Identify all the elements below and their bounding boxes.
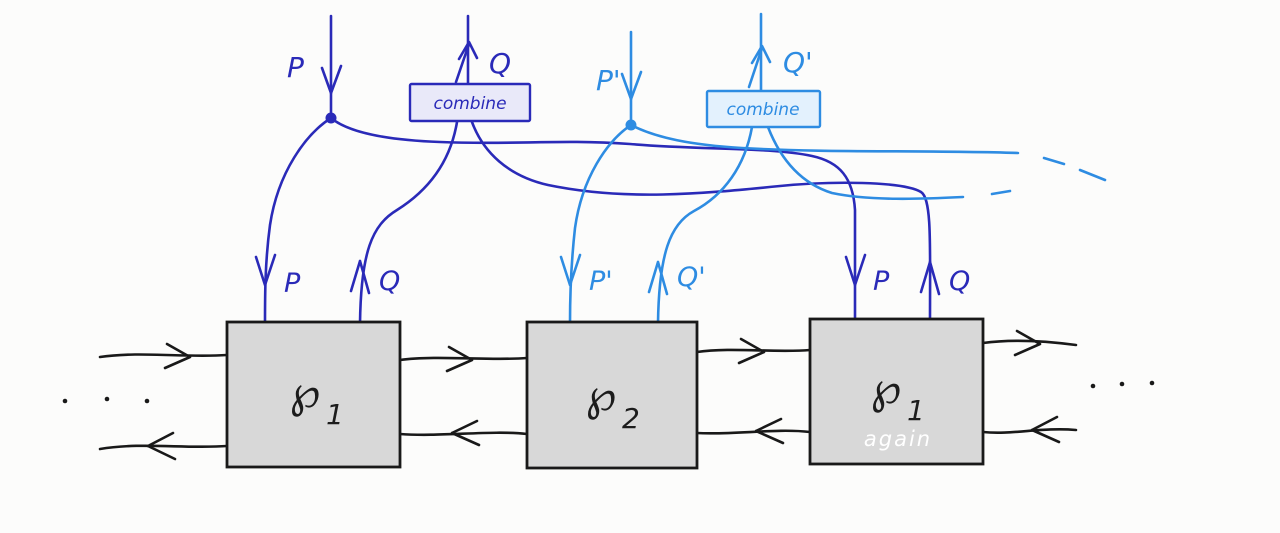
process-box-3-subscript: 1 bbox=[907, 394, 925, 427]
process-box-1-rect bbox=[225, 320, 402, 469]
p-branch-to-box1 bbox=[263, 116, 333, 325]
box2-p-port-label: P' bbox=[589, 266, 613, 297]
process-box-1: ℘ 1 bbox=[225, 320, 402, 469]
combine-box-2-rect bbox=[705, 89, 822, 129]
rail-top-left-arrowhead-icon bbox=[163, 342, 192, 370]
process-box-2: ℘ 2 bbox=[525, 320, 699, 470]
box1-p-port-label: P bbox=[284, 268, 301, 299]
q-prime-box2-arrowhead-icon bbox=[647, 260, 669, 296]
process-box-2-glyph: ℘ bbox=[586, 370, 617, 421]
process-box-3-note: again bbox=[864, 427, 932, 451]
rail-bottom-box2-box3-line bbox=[695, 429, 812, 435]
rail-top-box2-box3-arrowhead-icon bbox=[737, 337, 766, 365]
p-prime-continuation-dash-1 bbox=[1042, 156, 1066, 166]
p-prime-branch-to-box2 bbox=[568, 123, 633, 325]
q-output-arrowhead-icon bbox=[454, 40, 479, 84]
q-box1-arrowhead-icon bbox=[349, 259, 371, 295]
rail-top-right-line bbox=[981, 339, 1078, 347]
p-prime-continuation-line bbox=[629, 123, 1020, 155]
rail-bottom-box2-box3-arrowhead-icon bbox=[754, 417, 785, 445]
p-prime-continuation-dash-2 bbox=[1078, 168, 1107, 182]
p-input-arrowhead-icon bbox=[320, 64, 343, 95]
rail-bottom-right-line bbox=[981, 428, 1078, 434]
p-branch-to-box3 bbox=[329, 116, 857, 323]
p-prime-input-arrowhead-icon bbox=[620, 70, 643, 101]
rail-bottom-right-arrowhead-icon bbox=[1030, 415, 1061, 444]
q-prime-incoming-dash-1 bbox=[990, 189, 1012, 196]
combine-box-1: combine bbox=[408, 82, 532, 123]
box3-q-port-label: Q bbox=[949, 266, 970, 297]
light-flow-group bbox=[559, 12, 1107, 325]
ellipsis-left-dots bbox=[62, 396, 150, 404]
process-box-3: ℘ 1 again bbox=[808, 317, 985, 466]
combine-box-1-rect bbox=[408, 82, 532, 123]
q-prime-incoming-line bbox=[766, 125, 965, 201]
process-box-1-glyph: ℘ bbox=[290, 367, 321, 418]
rail-top-box1-box2-arrowhead-icon bbox=[445, 345, 474, 373]
process-box-3-rect bbox=[808, 317, 985, 466]
top-q-prime-label: Q' bbox=[783, 46, 813, 79]
combine-box-2: combine bbox=[705, 89, 822, 129]
p-box1-arrowhead-icon bbox=[254, 253, 277, 287]
q-box3-arrowhead-icon bbox=[919, 260, 941, 296]
rail-top-box1-box2-line bbox=[398, 356, 529, 362]
ellipsis-right-dots bbox=[1090, 380, 1155, 389]
p-box3-arrowhead-icon bbox=[844, 253, 867, 287]
rail-bottom-left-line bbox=[98, 444, 229, 451]
rail-bottom-box1-box2-line bbox=[398, 431, 529, 437]
combine-box-2-label: combine bbox=[726, 100, 799, 120]
rail-top-box2-box3-line bbox=[695, 348, 812, 354]
q-prime-output-arrowhead-icon bbox=[747, 44, 772, 89]
combine-box-1-label: combine bbox=[433, 94, 506, 114]
rail-top-left-line bbox=[98, 353, 229, 359]
q-prime-branch-from-box2 bbox=[656, 125, 754, 325]
process-box-2-rect bbox=[525, 320, 699, 470]
dark-flow-group bbox=[254, 14, 941, 325]
rail-top-right-arrowhead-icon bbox=[1013, 329, 1042, 357]
top-p-label: P bbox=[287, 51, 304, 84]
box1-q-port-label: Q bbox=[379, 266, 400, 297]
box2-q-port-label: Q' bbox=[677, 262, 706, 293]
rail-bottom-left-arrowhead-icon bbox=[146, 431, 177, 461]
process-rails-group bbox=[62, 329, 1155, 461]
rail-bottom-box1-box2-arrowhead-icon bbox=[450, 419, 481, 447]
q-branch-from-box3 bbox=[470, 120, 932, 323]
process-box-2-subscript: 2 bbox=[622, 402, 640, 435]
process-box-1-subscript: 1 bbox=[326, 398, 344, 431]
top-q-label: Q bbox=[489, 47, 511, 80]
p-prime-box2-arrowhead-icon bbox=[559, 253, 582, 287]
process-box-3-glyph: ℘ bbox=[871, 363, 902, 414]
q-branch-from-box1 bbox=[358, 120, 459, 325]
box3-p-port-label: P bbox=[873, 266, 890, 297]
top-p-prime-label: P' bbox=[596, 64, 621, 97]
